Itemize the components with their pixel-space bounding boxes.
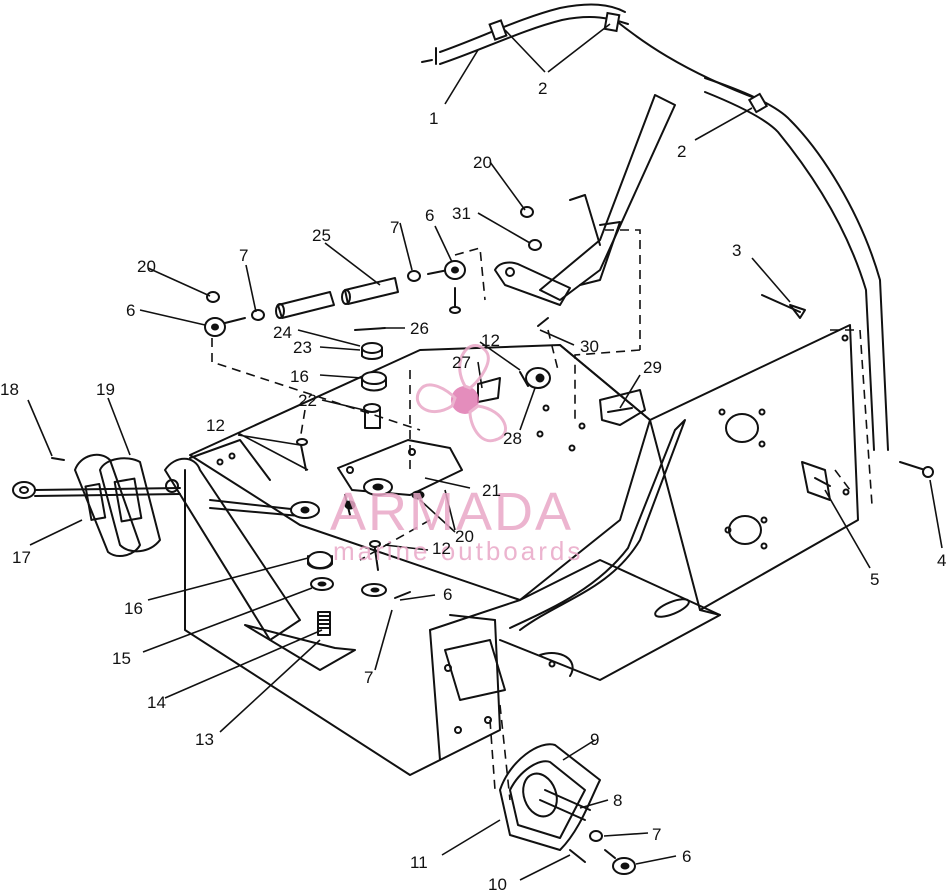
callout-18: 18 bbox=[0, 380, 19, 399]
callout-27: 27 bbox=[452, 353, 471, 372]
handle-bar-upper bbox=[421, 3, 889, 451]
callout-3: 3 bbox=[732, 241, 741, 260]
callout-17: 17 bbox=[12, 548, 31, 567]
callout-25: 25 bbox=[312, 226, 331, 245]
shift-lever-arm bbox=[494, 94, 676, 306]
callout-20: 20 bbox=[455, 527, 474, 546]
leader-lines bbox=[27, 23, 943, 881]
callout-31: 31 bbox=[452, 204, 471, 223]
callout-7: 7 bbox=[390, 218, 399, 237]
console-housing bbox=[184, 324, 859, 776]
watermark-brand: ARMADA bbox=[330, 482, 573, 542]
callout-12: 12 bbox=[432, 539, 451, 558]
callout-20: 20 bbox=[473, 153, 492, 172]
callout-7: 7 bbox=[652, 825, 661, 844]
callout-28: 28 bbox=[503, 429, 522, 448]
cable-linkage-rods bbox=[204, 206, 934, 501]
callout-12: 12 bbox=[206, 416, 225, 435]
callout-20: 20 bbox=[137, 257, 156, 276]
alignment-dashes bbox=[211, 229, 873, 801]
callout-29: 29 bbox=[643, 358, 662, 377]
callout-6: 6 bbox=[425, 206, 434, 225]
callout-7: 7 bbox=[364, 668, 373, 687]
callout-2: 2 bbox=[677, 142, 686, 161]
callout-8: 8 bbox=[613, 791, 622, 810]
callout-7: 7 bbox=[239, 246, 248, 265]
callout-9: 9 bbox=[590, 730, 599, 749]
callout-2: 2 bbox=[538, 79, 547, 98]
linkage-assembly bbox=[296, 342, 646, 599]
callout-15: 15 bbox=[112, 649, 131, 668]
watermark-tagline: marine outboards bbox=[333, 536, 583, 566]
watermark: ARMADA marine outboards bbox=[330, 344, 583, 566]
callout-6: 6 bbox=[126, 301, 135, 320]
callout-16: 16 bbox=[124, 599, 143, 618]
callout-24: 24 bbox=[273, 323, 292, 342]
side-bracket-assembly bbox=[12, 439, 320, 641]
callout-14: 14 bbox=[147, 693, 166, 712]
callout-6: 6 bbox=[682, 847, 691, 866]
callout-11: 11 bbox=[410, 853, 428, 872]
callout-21: 21 bbox=[482, 481, 501, 500]
lower-mount-plate bbox=[499, 743, 636, 875]
callout-26: 26 bbox=[410, 319, 429, 338]
callout-22: 22 bbox=[298, 391, 317, 410]
callout-6: 6 bbox=[443, 585, 452, 604]
callout-30: 30 bbox=[580, 337, 599, 356]
callout-labels: 1 2 2 3 4 5 6 6 6 6 7 7 7 7 8 9 10 11 12… bbox=[0, 79, 946, 893]
pivot-pedal bbox=[244, 551, 356, 671]
callout-16: 16 bbox=[290, 367, 309, 386]
callout-13: 13 bbox=[195, 730, 214, 749]
callout-5: 5 bbox=[870, 570, 879, 589]
propeller-icon bbox=[415, 344, 507, 443]
callout-4: 4 bbox=[937, 551, 946, 570]
callout-12: 12 bbox=[481, 331, 500, 350]
callout-23: 23 bbox=[293, 338, 312, 357]
callout-10: 10 bbox=[488, 875, 507, 893]
callout-1: 1 bbox=[429, 109, 438, 128]
callout-19: 19 bbox=[96, 380, 115, 399]
